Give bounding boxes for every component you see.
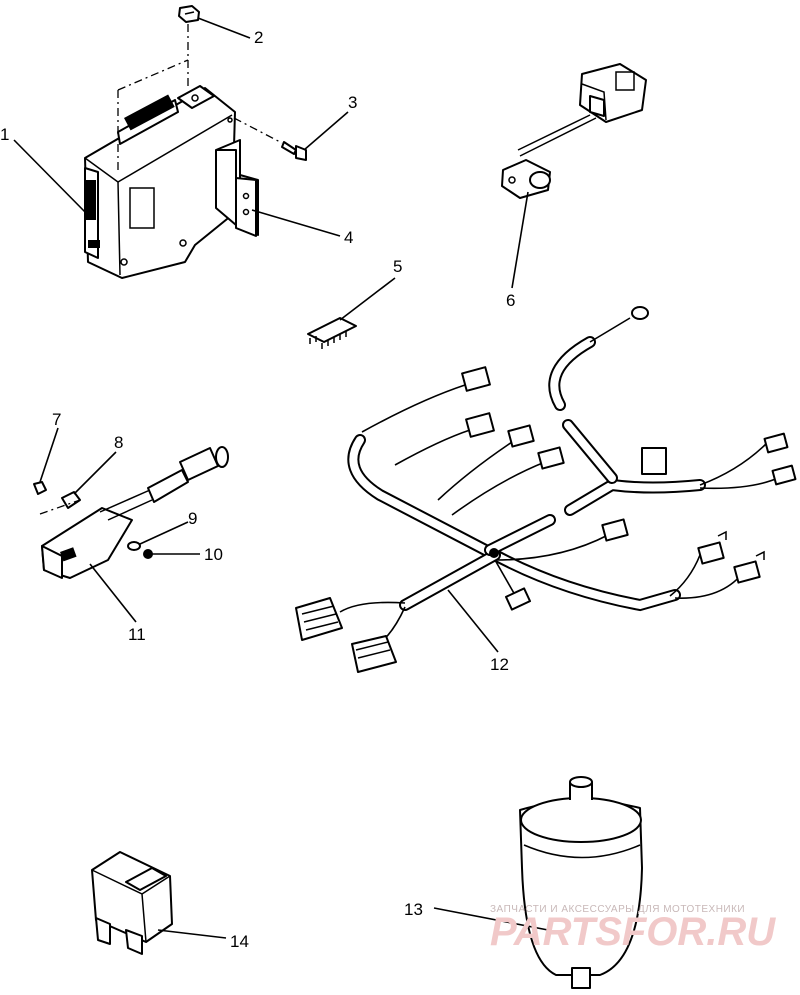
leader-lines [13,17,549,939]
callout-11: 11 [128,625,146,644]
callout-13: 13 [404,900,423,919]
sensor-with-cable [41,446,229,579]
callout-7: 7 [52,410,61,429]
nut-10 [143,549,153,559]
callout-3: 3 [348,93,357,112]
mounting-bracket [215,139,259,237]
ecu-module [84,85,236,279]
relay [91,851,173,955]
callout-9: 9 [188,509,197,528]
clip-8 [61,491,81,509]
memory-chip [307,317,357,349]
sensor-with-connector [501,63,647,199]
watermark: ЗАПЧАСТИ И АКСЕССУАРЫ ДЛЯ МОТОТЕХНИКИ PA… [490,904,776,954]
callout-5: 5 [393,257,402,276]
callout-8: 8 [114,433,123,452]
washer-9 [127,541,141,551]
watermark-tagline: ЗАПЧАСТИ И АКСЕССУАРЫ ДЛЯ МОТОТЕХНИКИ [490,904,745,915]
callout-1: 1 [0,125,9,144]
fuel-filter [519,776,643,989]
callout-2: 2 [254,28,263,47]
callout-10: 10 [204,545,223,564]
small-screw-7 [33,481,47,495]
watermark-brand: PARTSFOR.RU [490,910,776,954]
screw-top [178,5,200,23]
screw-side [281,141,307,161]
callout-4: 4 [344,228,353,247]
wiring-harness [295,306,797,673]
callout-12: 12 [490,655,509,674]
callout-14: 14 [230,932,249,951]
callout-6: 6 [506,291,515,310]
